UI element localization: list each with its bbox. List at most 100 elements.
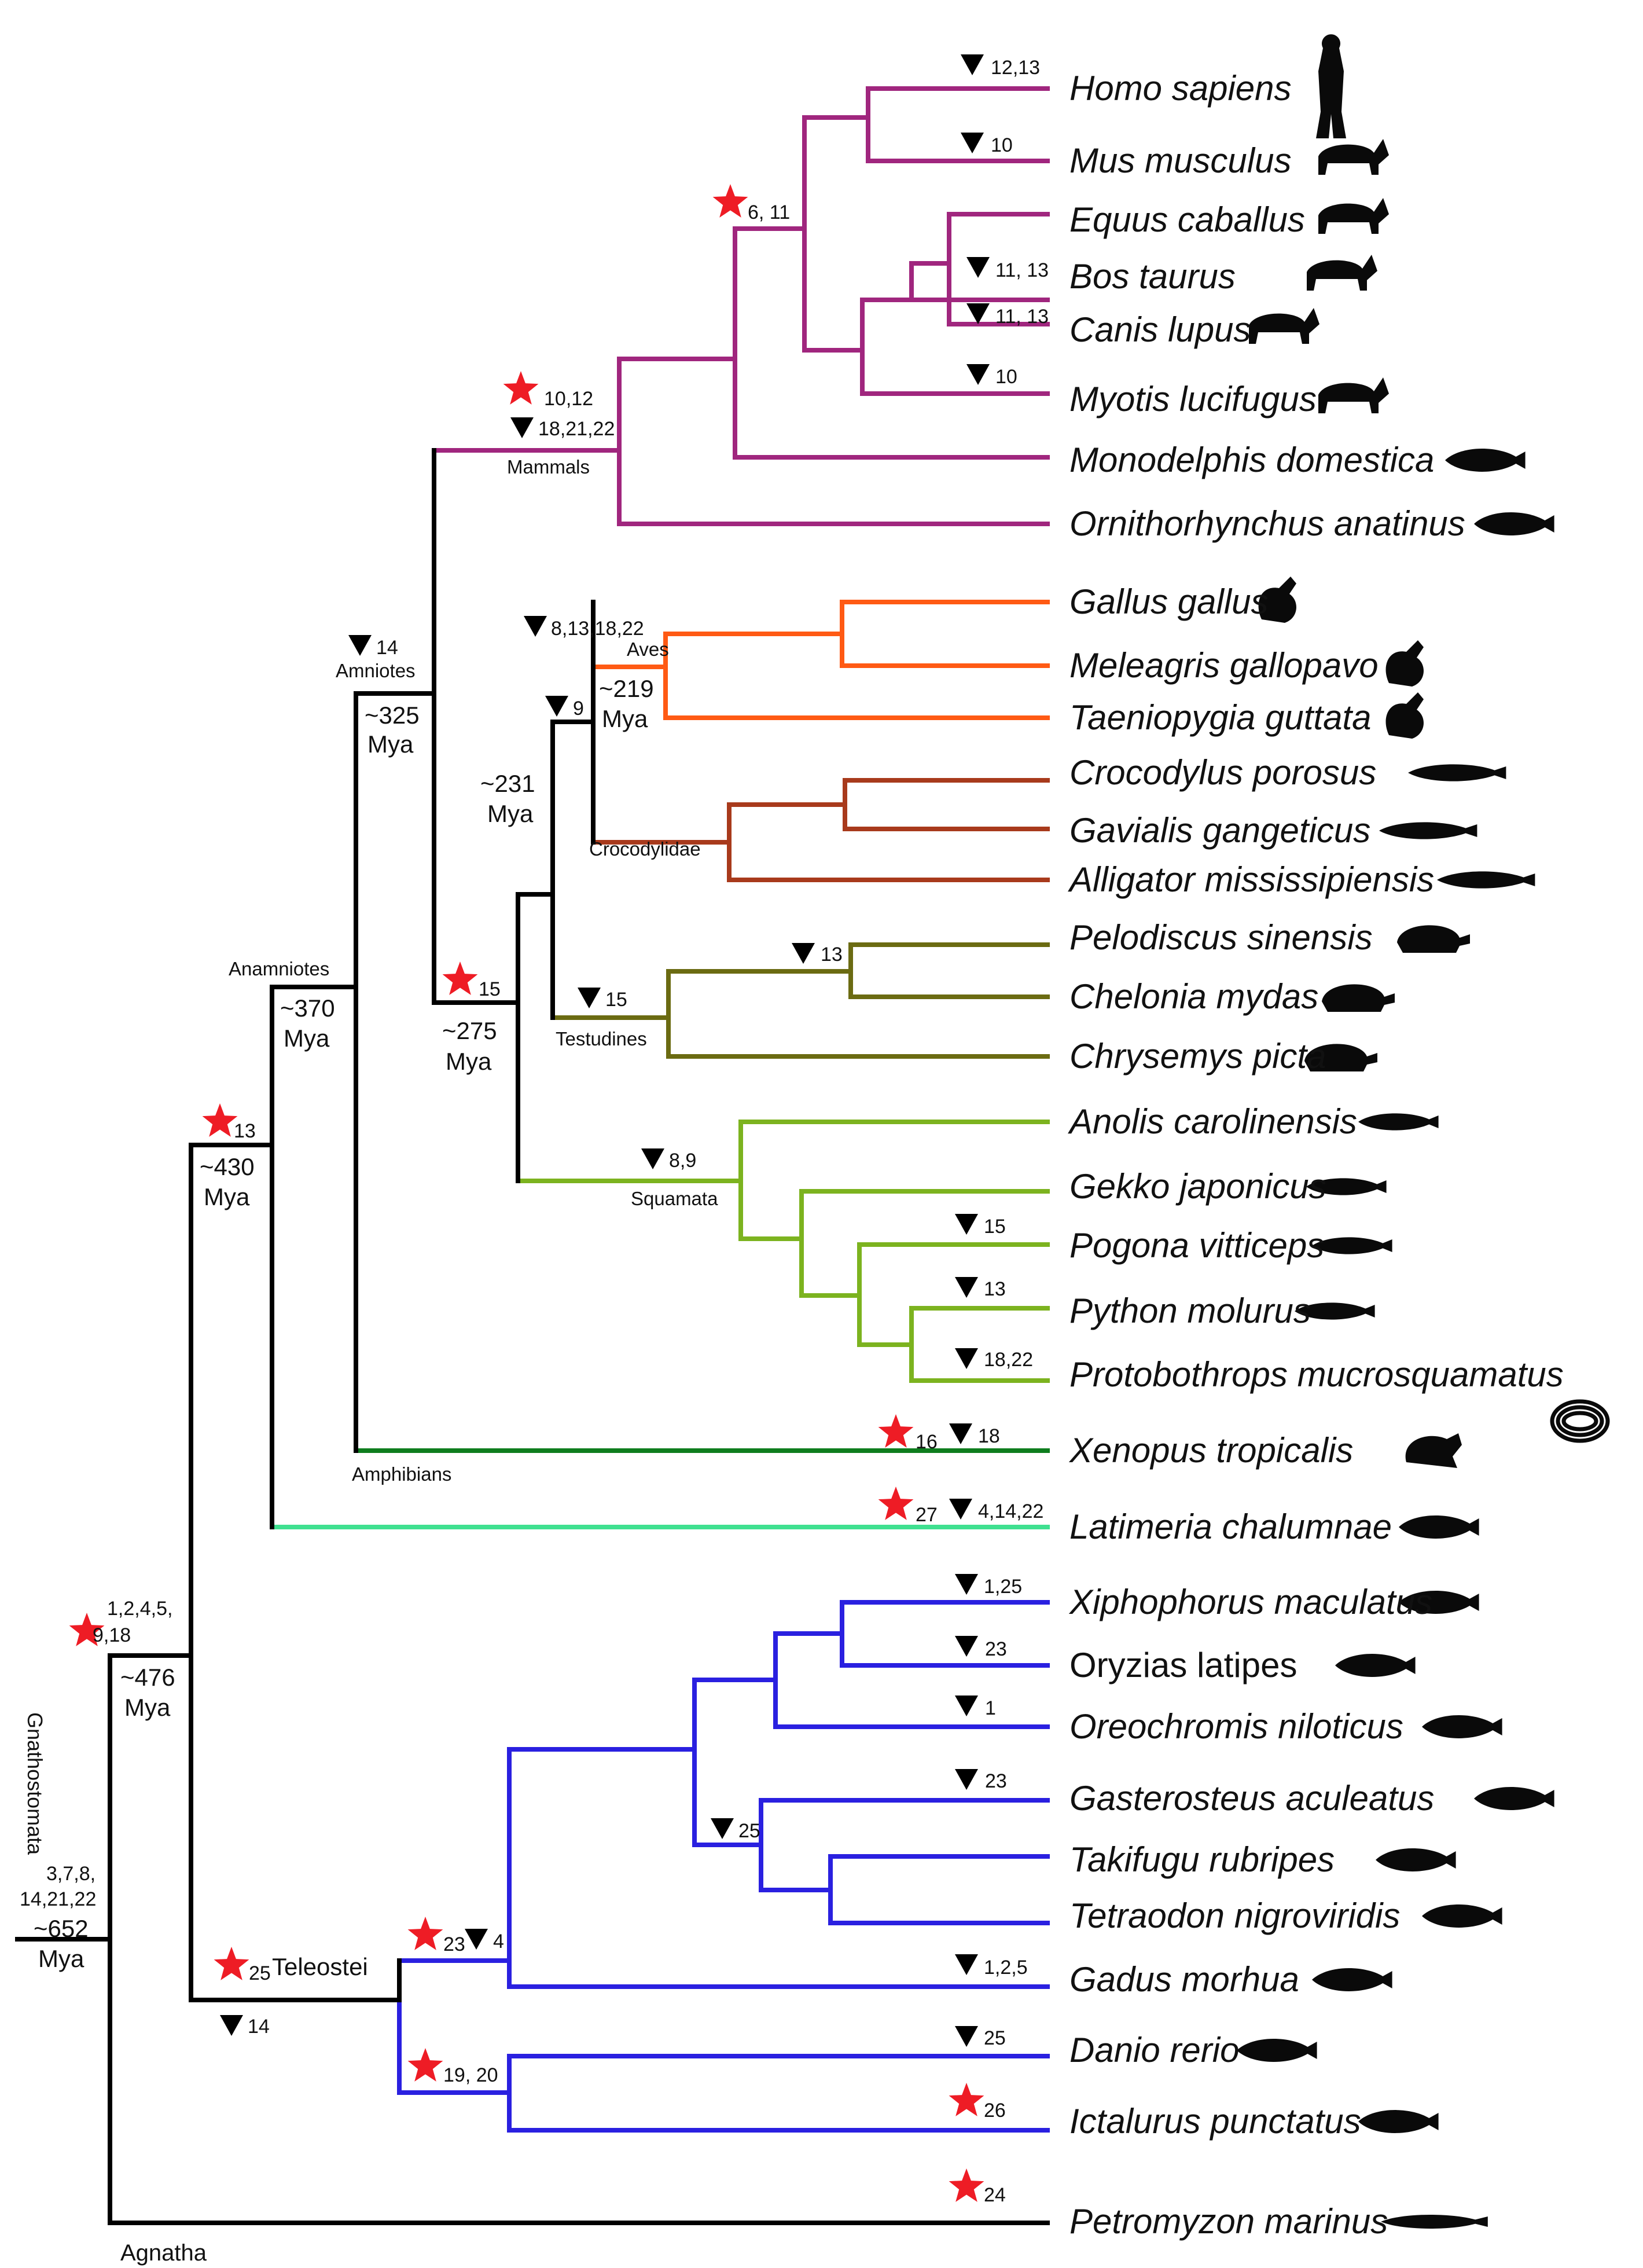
event-annotation: 1: [985, 1697, 996, 1719]
gene-loss-triangle: [949, 1499, 972, 1520]
sea-turtle-silhouette-icon: [1322, 984, 1395, 1012]
species-name: Xiphophorus maculatus: [1068, 1583, 1432, 1621]
age-tetrapods: ~370: [280, 994, 335, 1022]
species-name: Myotis lucifugus: [1069, 380, 1317, 419]
event-annotation: 27: [916, 1504, 938, 1526]
gene-loss-triangle: [578, 988, 601, 1008]
species-name: Pelodiscus sinensis: [1069, 918, 1373, 957]
age-osteichthyes-unit: Mya: [124, 1694, 171, 1721]
gene-loss-triangle: [955, 1769, 978, 1790]
gene-family-event-star: [949, 2083, 984, 2116]
gene-loss-triangle: [510, 417, 534, 438]
mouse-silhouette-icon: [1318, 139, 1389, 175]
clade-label-mammals: Mammals: [507, 456, 590, 478]
clade-label-teleostei: Teleostei: [272, 1953, 368, 1980]
event-annotation: 8,9: [669, 1150, 696, 1172]
event-annotation: 14: [376, 637, 398, 659]
species-name: Taeniopygia guttata: [1069, 698, 1372, 737]
age-archosaurs: ~231: [480, 770, 535, 797]
age-amniotes: ~325: [365, 702, 420, 729]
clade-label-amphibians: Amphibians: [352, 1463, 451, 1485]
species-name: Pogona vitticeps: [1069, 1226, 1324, 1265]
species-name: Homo sapiens: [1069, 69, 1292, 108]
softshell-turtle-silhouette-icon: [1397, 925, 1470, 953]
age-tetrapods-unit: Mya: [284, 1025, 330, 1052]
event-annotation: 25: [984, 2027, 1006, 2049]
event-annotation: 25: [249, 1962, 271, 1984]
event-annotation: 10: [991, 134, 1013, 156]
gene-loss-triangle: [955, 1277, 978, 1298]
bearded-dragon-silhouette-icon: [1312, 1237, 1392, 1254]
catfish-silhouette-icon: [1358, 2110, 1439, 2133]
species-name: Canis lupus: [1069, 310, 1251, 349]
species-name: Takifugu rubripes: [1069, 1840, 1335, 1879]
stickleback-silhouette-icon: [1474, 1787, 1554, 1810]
species-name: Chelonia mydas: [1069, 977, 1318, 1016]
gene-loss-triangle: [348, 635, 372, 656]
event-annotation: 4: [493, 1931, 504, 1953]
species-name: Equus caballus: [1069, 200, 1305, 239]
alligator-silhouette-icon: [1437, 871, 1535, 889]
gene-loss-triangle: [961, 54, 984, 75]
species-name: Gasterosteus aculeatus: [1069, 1779, 1434, 1818]
age-amniotes-unit: Mya: [367, 731, 414, 758]
species-name: Protobothrops mucrosquamatus: [1069, 1355, 1564, 1394]
species-name: Alligator mississipiensis: [1068, 860, 1434, 899]
event-annotation: 1,25: [984, 1576, 1022, 1598]
gene-loss-triangle: [792, 943, 815, 964]
event-annotation: 24: [984, 2184, 1006, 2206]
gene-family-event-star: [407, 1917, 443, 1950]
gharial-silhouette-icon: [1379, 822, 1477, 839]
gene-loss-triangle: [966, 303, 990, 324]
gene-loss-triangle: [955, 1574, 978, 1595]
species-name: Petromyzon marinus: [1069, 2202, 1388, 2241]
age-archosaurs-unit: Mya: [487, 800, 534, 827]
species-name: Gekko japonicus: [1069, 1167, 1326, 1206]
species-name: Gadus morhua: [1069, 1960, 1299, 1999]
clade-label-testudines: Testudines: [556, 1028, 647, 1049]
age-vertebrates: ~652: [34, 1915, 89, 1942]
clade-label-amniotes: Amniotes: [336, 660, 416, 681]
turkey-silhouette-icon: [1385, 640, 1424, 687]
event-annotation: 26: [984, 2100, 1006, 2122]
event-annotation: 3,7,8,: [46, 1863, 95, 1885]
gene-family-event-star: [214, 1947, 249, 1980]
platypus-silhouette-icon: [1474, 512, 1554, 535]
gene-loss-triangle: [465, 1929, 488, 1950]
event-annotation: 14,21,22: [20, 1888, 96, 1910]
coiled-snake-silhouette-icon: [1550, 1399, 1610, 1443]
species-name: Oreochromis niloticus: [1069, 1707, 1403, 1746]
gene-loss-triangle: [545, 696, 568, 717]
clade-label-aves: Aves: [627, 638, 669, 660]
python-silhouette-icon: [1295, 1302, 1375, 1320]
gene-loss-triangle: [711, 1818, 734, 1839]
horse-silhouette-icon: [1318, 198, 1389, 234]
gecko-silhouette-icon: [1306, 1178, 1387, 1195]
species-name: Oryzias latipes: [1069, 1646, 1297, 1685]
zebrafish-silhouette-icon: [1237, 2039, 1317, 2062]
species-name: Xenopus tropicalis: [1068, 1431, 1353, 1470]
species-name: Latimeria chalumnae: [1069, 1507, 1392, 1546]
clade-labels: Mammals Amniotes Aves Crocodylidae Testu…: [23, 456, 718, 2266]
event-annotation: 8,13,18,22: [551, 618, 644, 640]
gene-loss-triangle: [955, 1696, 978, 1716]
crocodile-silhouette-icon: [1408, 764, 1506, 781]
chicken-silhouette-icon: [1258, 577, 1296, 623]
event-annotation: 10: [995, 366, 1017, 388]
gene-loss-triangle: [966, 364, 990, 385]
gene-family-event-star: [878, 1414, 914, 1448]
lamprey-silhouette-icon: [1381, 2215, 1488, 2229]
event-annotation: 18: [978, 1425, 1000, 1447]
species-silhouettes: [1237, 34, 1610, 2229]
green-pufferfish-silhouette-icon: [1422, 1904, 1502, 1928]
event-annotation: 13: [234, 1120, 256, 1142]
species-name: Anolis carolinensis: [1068, 1102, 1357, 1141]
gene-loss-triangle: [524, 616, 547, 637]
gene-loss-triangle: [961, 133, 984, 153]
gene-loss-triangle: [949, 1423, 972, 1444]
clade-label-agnatha: Agnatha: [120, 2240, 207, 2266]
event-annotation: 23: [985, 1638, 1007, 1660]
painted-turtle-silhouette-icon: [1304, 1044, 1377, 1071]
pufferfish-silhouette-icon: [1376, 1848, 1456, 1871]
